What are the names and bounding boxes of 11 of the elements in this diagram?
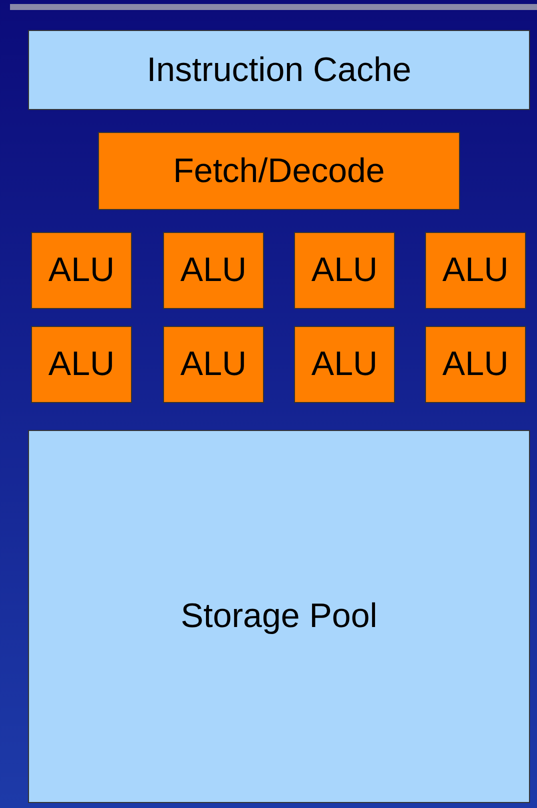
cache-box: Instruction Cache: [28, 30, 530, 110]
alu-box: ALU: [425, 232, 526, 309]
alu-box: ALU: [294, 232, 395, 309]
alu-box: ALU: [425, 326, 526, 403]
alu-box: ALU: [31, 232, 132, 309]
alu-box: ALU: [31, 326, 132, 403]
storage-pool-box: Storage Pool: [28, 430, 530, 803]
alu-box: ALU: [294, 326, 395, 403]
fetch-decode-box: Fetch/Decode: [98, 132, 460, 210]
alu-box: ALU: [163, 232, 264, 309]
alu-box: ALU: [163, 326, 264, 403]
